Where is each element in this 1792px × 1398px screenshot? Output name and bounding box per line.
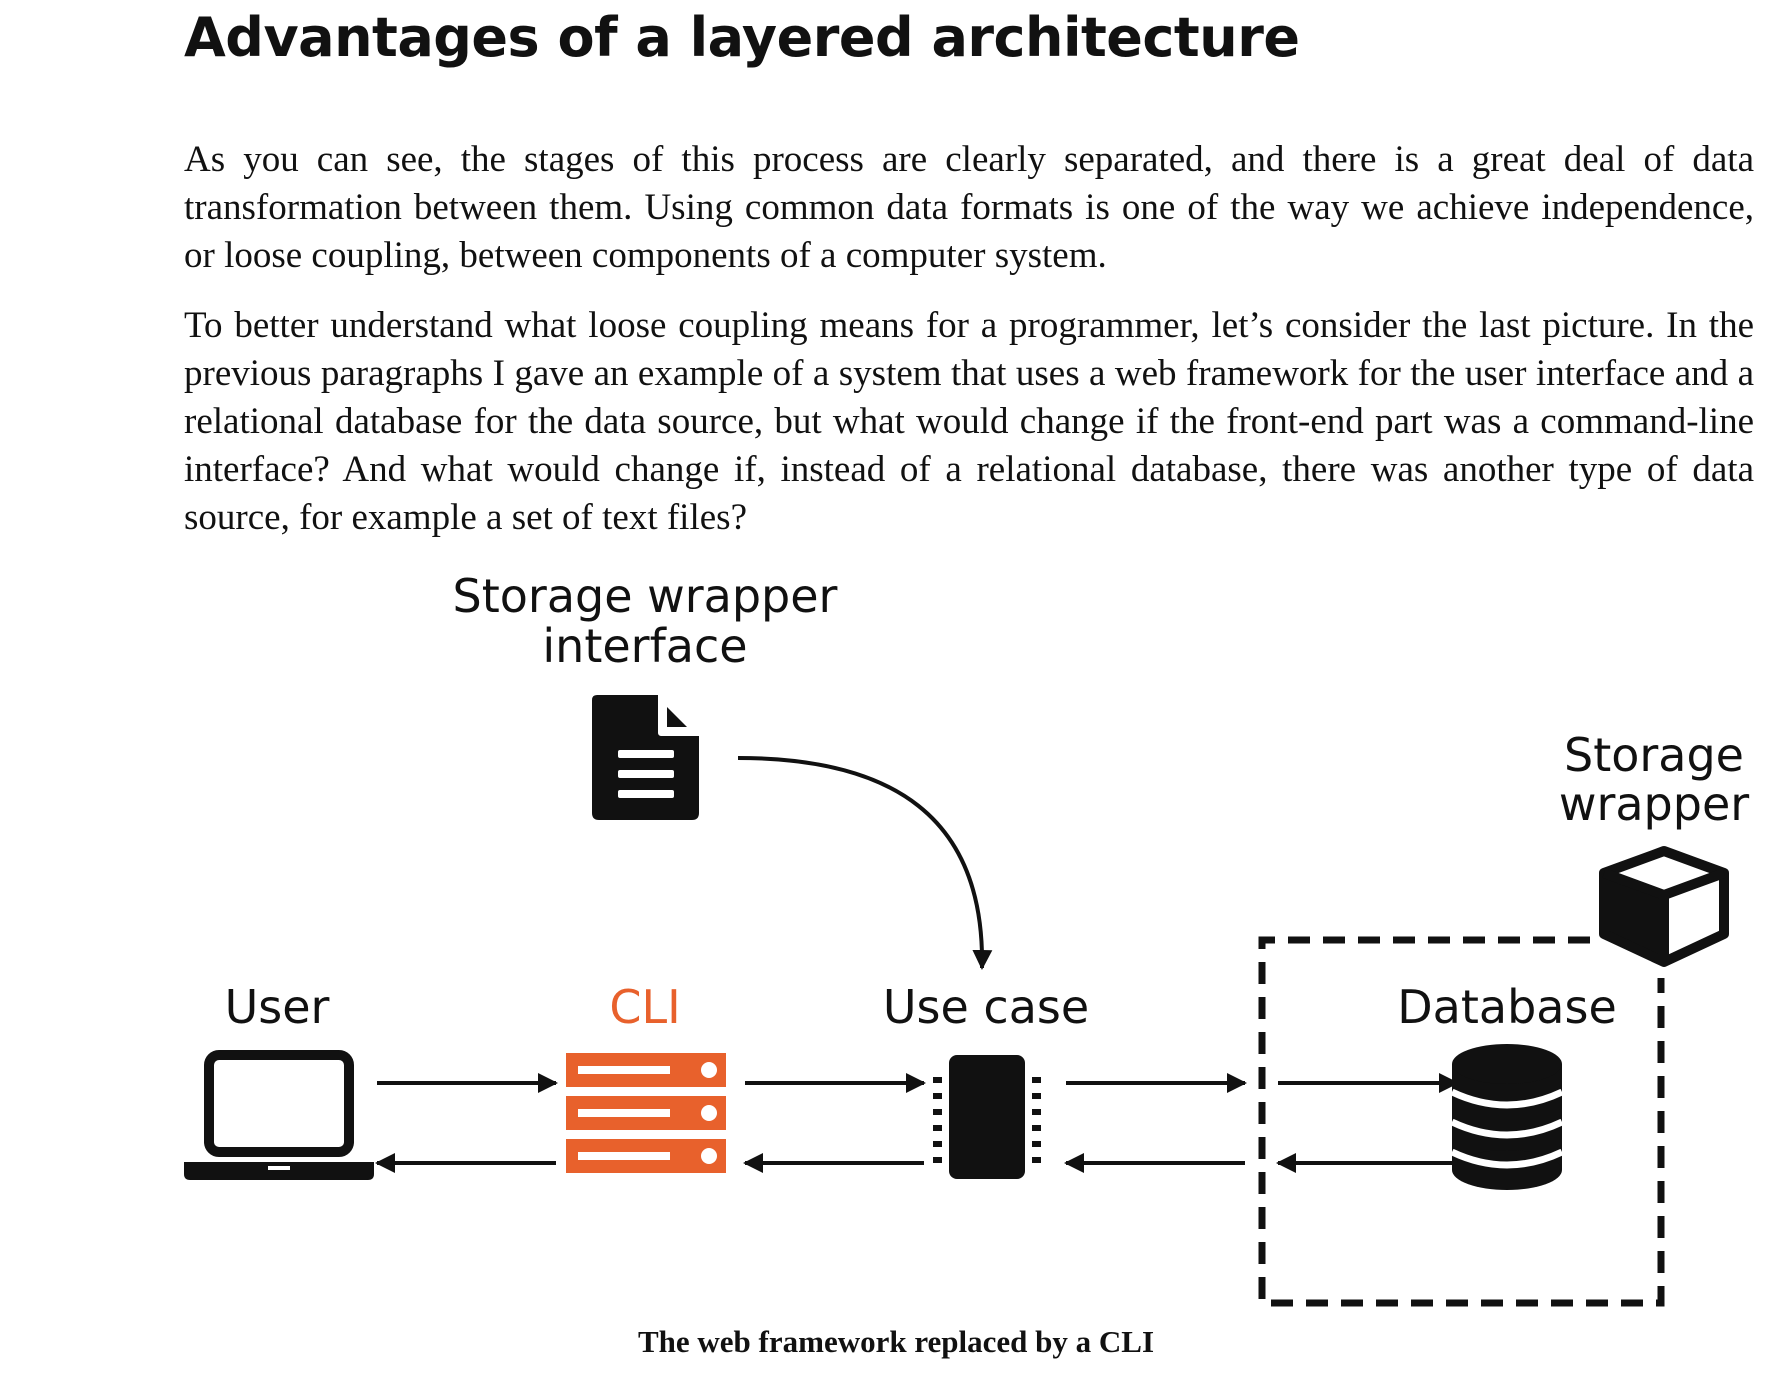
wrapper-label-line2: wrapper (1559, 777, 1749, 831)
wrapper-label-line1: Storage (1564, 728, 1744, 782)
box-icon (1599, 846, 1729, 967)
cli-label: CLI (609, 980, 680, 1034)
user-label: User (225, 980, 330, 1034)
interface-to-usecase-arrow (737, 756, 993, 970)
database-label: Database (1397, 980, 1617, 1034)
server-icon (566, 1053, 726, 1173)
document-icon (592, 692, 702, 820)
figure-caption: The web framework replaced by a CLI (637, 1324, 1155, 1359)
use-case-label: Use case (883, 980, 1089, 1034)
paragraph-1: As you can see, the stages of this proce… (184, 139, 1754, 276)
paragraph-2: To better understand what loose coupling… (184, 305, 1754, 538)
database-icon (1450, 1044, 1564, 1190)
chip-icon (933, 1055, 1041, 1179)
laptop-icon (184, 1050, 374, 1180)
interface-label-line1: Storage wrapper (453, 569, 838, 623)
interface-label-line2: interface (542, 619, 747, 673)
storage-wrapper-boundary (1258, 936, 1665, 1307)
section-heading: Advantages of a layered architecture (184, 6, 1300, 69)
